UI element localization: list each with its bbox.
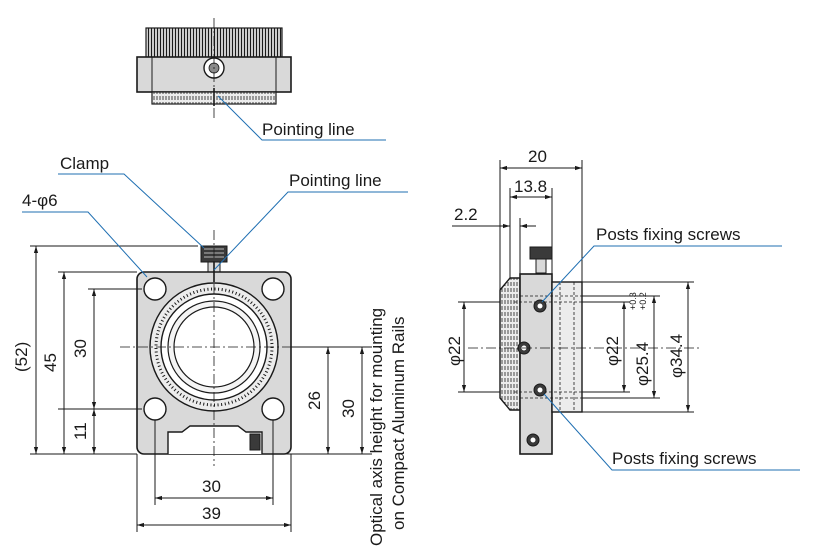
clamp-leader bbox=[58, 173, 205, 249]
dim-phi25-4: φ25.4 bbox=[633, 342, 652, 386]
pointing-line-front-label: Pointing line bbox=[289, 171, 382, 190]
dim-52: (52) bbox=[12, 342, 31, 372]
side-dimension-lines bbox=[452, 165, 691, 412]
posts-upper-leader bbox=[541, 245, 782, 303]
front-extension-lines bbox=[30, 245, 372, 532]
dim-20: 20 bbox=[528, 147, 547, 166]
dim-45: 45 bbox=[41, 353, 60, 372]
dim-phi22-left: φ22 bbox=[445, 336, 464, 366]
optical-axis-label-line2: on Compact Aluminum Rails bbox=[389, 316, 408, 530]
holes-leader bbox=[22, 211, 148, 278]
front-dimension-lines bbox=[33, 246, 365, 528]
dim-30-right: 30 bbox=[339, 399, 358, 418]
top-view bbox=[136, 18, 292, 118]
dim-phi22-right: φ22 bbox=[603, 336, 622, 366]
dim-13-8: 13.8 bbox=[514, 177, 547, 196]
pointing-line-top-label: Pointing line bbox=[262, 120, 355, 139]
pointing-line-front-leader bbox=[213, 191, 408, 271]
front-view bbox=[120, 230, 310, 466]
tol-plus: +0.3 bbox=[628, 292, 638, 310]
holes-label: 4-φ6 bbox=[22, 191, 58, 210]
side-view bbox=[468, 246, 700, 455]
posts-upper-label: Posts fixing screws bbox=[596, 225, 741, 244]
tol-minus: +0.2 bbox=[638, 292, 648, 310]
dim-phi34-4: φ34.4 bbox=[667, 334, 686, 378]
dim-30-left: 30 bbox=[71, 339, 90, 358]
dim-39: 39 bbox=[202, 504, 221, 523]
dim-30-bottom: 30 bbox=[202, 477, 221, 496]
dim-26: 26 bbox=[305, 391, 324, 410]
posts-lower-leader bbox=[543, 393, 800, 471]
optical-axis-label-line1: Optical axis height for mounting bbox=[367, 308, 386, 546]
clamp-label: Clamp bbox=[60, 154, 109, 173]
posts-lower-label: Posts fixing screws bbox=[612, 449, 757, 468]
pointing-line-top-leader bbox=[217, 95, 386, 141]
dim-11: 11 bbox=[71, 422, 90, 440]
dim-2-2: 2.2 bbox=[454, 205, 478, 224]
